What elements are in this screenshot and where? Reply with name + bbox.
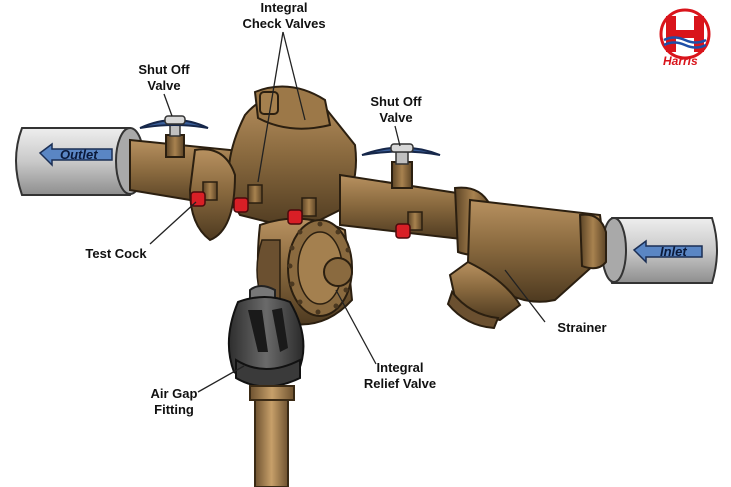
outlet-tag: Outlet	[60, 147, 98, 162]
label-check-valves-line1: Integral	[260, 0, 308, 15]
label-shutoff-right-line2: Valve	[379, 110, 413, 125]
label-test-cock: Test Cock	[85, 246, 147, 261]
valve-body	[129, 85, 607, 330]
label-air-gap-line2: Fitting	[154, 402, 194, 417]
shutoff-valve-right	[361, 143, 441, 189]
label-check-valves: Integral Check Valves	[236, 0, 332, 32]
label-shutoff-left-line1: Shut Off	[138, 62, 190, 77]
label-relief-valve: Integral Relief Valve	[352, 360, 448, 392]
label-check-valves-line2: Check Valves	[242, 16, 326, 31]
label-shutoff-left: Shut Off Valve	[128, 62, 200, 94]
label-air-gap-line1: Air Gap	[150, 386, 198, 401]
label-shutoff-right-line1: Shut Off	[370, 94, 422, 109]
relief-valve-body	[256, 217, 354, 326]
inlet-arrow-icon	[632, 239, 703, 264]
test-cock-4	[395, 211, 423, 239]
label-relief-valve-line1: Integral	[376, 360, 424, 375]
test-cock-3	[287, 197, 317, 225]
inlet-tag: Inlet	[660, 244, 687, 259]
leader-lines	[149, 31, 546, 393]
inlet-pipe	[601, 217, 718, 284]
test-cock-2	[233, 184, 263, 213]
harris-logo	[659, 8, 711, 60]
logo-text: Harris	[663, 54, 698, 68]
label-strainer: Strainer	[557, 320, 607, 335]
air-gap-fitting	[227, 285, 305, 487]
shutoff-valve-left	[139, 115, 209, 158]
label-relief-valve-line2: Relief Valve	[363, 376, 437, 391]
label-shutoff-left-line2: Valve	[147, 78, 181, 93]
label-air-gap: Air Gap Fitting	[138, 386, 210, 418]
label-shutoff-right: Shut Off Valve	[360, 94, 432, 126]
outlet-arrow-icon	[38, 142, 113, 167]
test-cocks	[190, 181, 423, 239]
